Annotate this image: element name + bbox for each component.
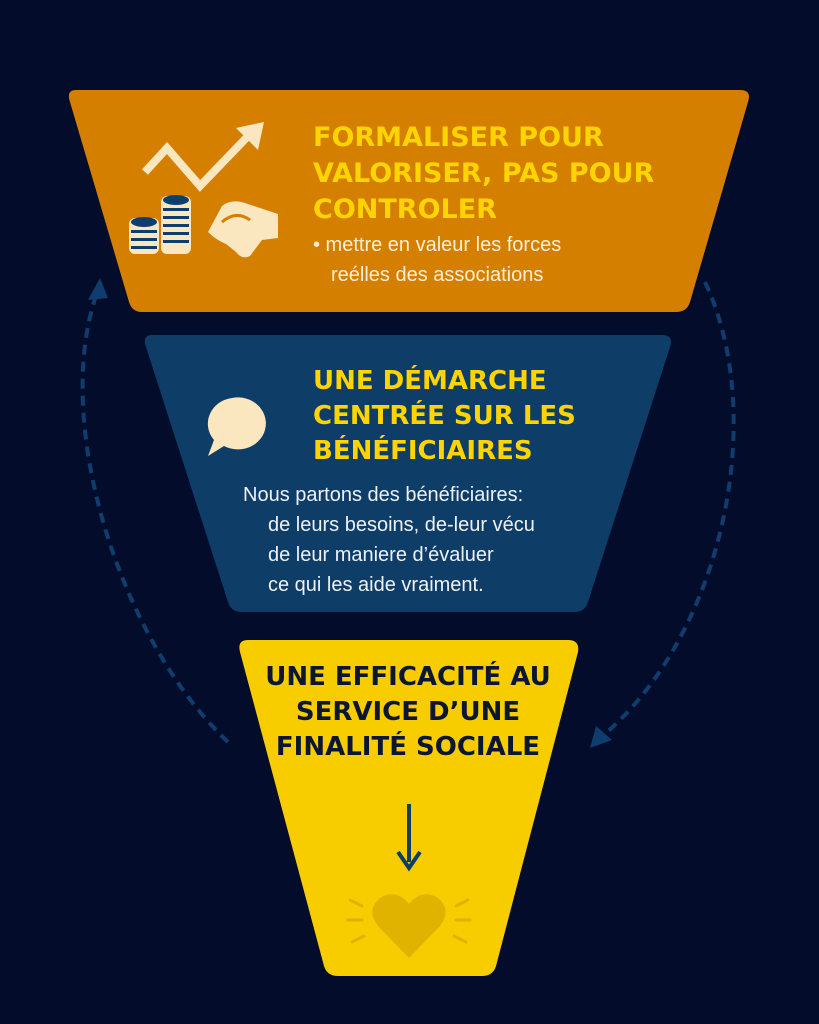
- handshake-icon: [208, 201, 278, 258]
- body-line: de leurs besoins, de-leur vécu: [268, 514, 535, 536]
- left-cycle-arrow: [80, 289, 230, 744]
- bullet-line-2: reélles des associations: [331, 264, 544, 286]
- middle-funnel-section: [144, 335, 671, 612]
- section-1-bullet: • mettre en valeur les forces reélles de…: [313, 230, 643, 290]
- right-arrowhead-icon: [590, 726, 612, 748]
- section-2-title: UNE DÉMARCHE CENTRÉE SUR LES BÉNÉFICIAIR…: [313, 366, 576, 466]
- speech-bubble-icon: [207, 397, 266, 456]
- trend-arrow-icon: [142, 131, 253, 192]
- section-1-title: FORMALISER POUR VALORISER, PAS POUR CONT…: [313, 122, 655, 225]
- coins-icon: [129, 195, 191, 254]
- left-arrowhead-icon: [88, 278, 108, 300]
- right-cycle-arrow: [598, 281, 736, 740]
- down-arrow-icon: [396, 804, 422, 872]
- section-2-body: Nous partons des bénéficiaires: de leurs…: [243, 480, 603, 600]
- trend-arrowhead: [236, 122, 264, 150]
- glow-rays-icon: [346, 898, 472, 944]
- body-line: de leur maniere d’évaluer: [268, 544, 494, 566]
- section-3-title: UNE EFFICACITÉ AU SERVICE D’UNE FINALITÉ…: [265, 662, 551, 762]
- bullet-line-1: • mettre en valeur les forces: [313, 234, 562, 256]
- body-line: ce qui les aide vraiment.: [268, 574, 484, 596]
- heart-icon: [372, 894, 446, 958]
- body-line: Nous partons des bénéficiaires:: [243, 484, 524, 506]
